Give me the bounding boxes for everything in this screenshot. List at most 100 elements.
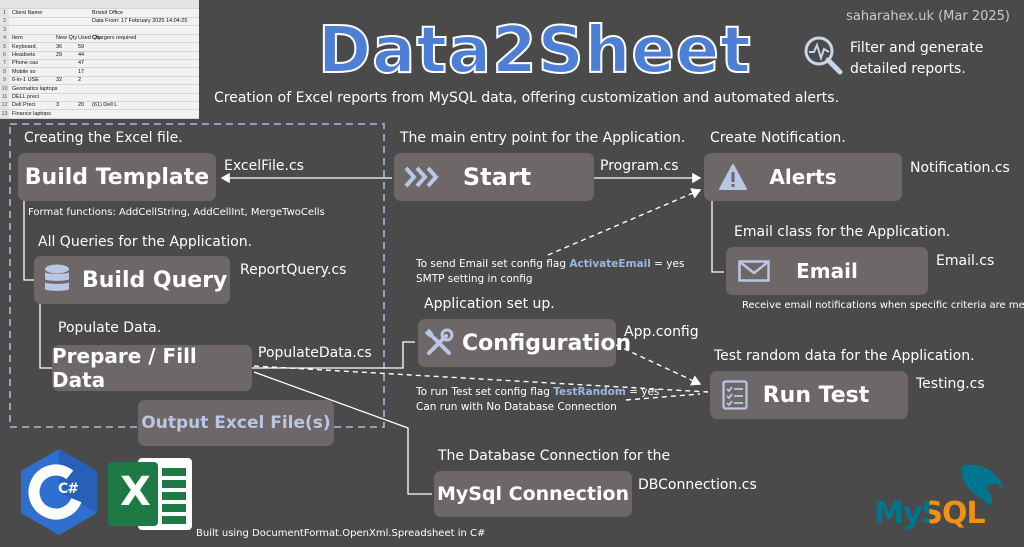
- sheet-row-number: 2: [0, 17, 9, 26]
- page-title: Data2Sheet: [317, 13, 752, 89]
- arrow-alerts-to-email: [711, 200, 724, 273]
- excel-logo: X: [106, 454, 194, 534]
- sheet-cell: 2: [78, 77, 82, 84]
- build-query-box[interactable]: Build Query: [34, 256, 230, 304]
- run-test-label: Run Test: [762, 382, 870, 408]
- sheet-row-number: 12: [0, 101, 9, 110]
- sheet-row-number: 10: [0, 84, 9, 93]
- run-test-caption: Test random data for the Application.: [714, 348, 975, 364]
- excel-logo-text: X: [120, 469, 151, 515]
- sheet-cell: (61) Dell L: [92, 102, 118, 109]
- output-excel-label: Output Excel File(s): [141, 413, 331, 433]
- configuration-file: App.config: [624, 324, 699, 340]
- warning-icon: [718, 163, 748, 191]
- sheet-cell: 47: [78, 60, 85, 67]
- tools-icon: [424, 328, 454, 358]
- sheet-cell: New Qty: [56, 35, 78, 42]
- envelope-icon: [738, 260, 770, 282]
- build-template-caption: Creating the Excel file.: [24, 130, 183, 146]
- sheet-row-number: 7: [0, 59, 9, 68]
- mysql-connection-box[interactable]: MySql Connection: [434, 471, 632, 517]
- test-flag-line2: Can run with No Database Connection: [416, 401, 617, 413]
- configuration-box[interactable]: Configuration: [418, 319, 631, 367]
- sheet-cell: Chargers required: [92, 35, 137, 42]
- sheet-cell: Phone cas: [12, 60, 38, 67]
- sheet-row-number: 1: [0, 9, 9, 17]
- start-label: Start: [462, 163, 532, 191]
- email-label: Email: [796, 259, 858, 283]
- output-excel-box[interactable]: Output Excel File(s): [138, 400, 334, 446]
- mysql-logo-text: MySQL: [874, 496, 986, 531]
- built-with-text: Built using DocumentFormat.OpenXml.Sprea…: [196, 528, 486, 539]
- sheet-cell: 59: [78, 43, 85, 50]
- sheet-cell: 29: [56, 52, 63, 58]
- prepare-data-label: Prepare / Fill Data: [52, 344, 197, 392]
- credit-text: saharahex.uk (Mar 2025): [846, 9, 1010, 24]
- sheet-row-number: 6: [0, 51, 9, 59]
- triple-chevron-icon: [404, 165, 440, 189]
- mysql-connection-caption: The Database Connection for the: [438, 448, 671, 464]
- test-flag-line1: To run Test set config flag TestRandom =…: [416, 386, 660, 398]
- sheet-cell: Client Name: [12, 10, 43, 16]
- build-template-file: ExcelFile.cs: [224, 158, 304, 174]
- alerts-label: Alerts: [769, 165, 837, 189]
- checklist-icon: [722, 380, 748, 410]
- csharp-logo: C#: [18, 447, 100, 537]
- sheet-row-number: 4: [0, 34, 9, 43]
- dashed-prepare-to-test: [253, 365, 709, 393]
- sheet-row-number: 11: [0, 93, 9, 101]
- dashed-email-flag: [547, 188, 702, 256]
- line-prepare-to-mysql: [253, 371, 432, 495]
- email-caption: Email class for the Application.: [734, 224, 951, 240]
- sheet-cell: 3: [56, 102, 60, 109]
- build-query-caption: All Queries for the Application.: [38, 234, 253, 250]
- sheet-cell: 44: [78, 52, 85, 58]
- sheet-cell: 6-in-1 USE: [12, 77, 39, 84]
- sheet-cell: Dell Preci: [12, 102, 36, 109]
- alerts-file: Notification.cs: [910, 160, 1010, 176]
- email-box[interactable]: Email: [726, 247, 928, 295]
- build-template-box[interactable]: Build Template: [18, 153, 216, 201]
- sheet-cell: Geomatics laptops: [12, 85, 58, 92]
- line-prepare-to-config: [252, 341, 415, 369]
- start-file: Program.cs: [600, 158, 679, 174]
- build-template-label: Build Template: [24, 164, 210, 190]
- dashed-test-flag: [625, 393, 701, 401]
- activate-email-flag: ActivateEmail: [569, 258, 651, 270]
- alerts-box[interactable]: Alerts: [704, 153, 902, 201]
- start-box[interactable]: Start: [394, 153, 594, 201]
- configuration-label: Configuration: [462, 330, 632, 356]
- run-test-box[interactable]: Run Test: [710, 371, 908, 419]
- page-subtitle: Creation of Excel reports from MySQL dat…: [214, 90, 839, 106]
- build-query-file: ReportQuery.cs: [240, 262, 347, 278]
- start-caption: The main entry point for the Application…: [400, 130, 686, 146]
- database-icon: [44, 264, 70, 296]
- line-template-to-query: [23, 200, 34, 281]
- prepare-data-file: PopulateData.cs: [258, 345, 372, 361]
- sheet-cell: Finance laptops: [12, 110, 51, 117]
- sheet-cell: Mobile so: [12, 68, 36, 75]
- configuration-caption: Application set up.: [424, 296, 555, 312]
- magnifier-pulse-icon: [802, 34, 844, 76]
- sheet-cell: 32: [56, 77, 63, 84]
- run-test-file: Testing.cs: [916, 376, 985, 392]
- sheet-cell: 17: [78, 68, 85, 75]
- prepare-data-box[interactable]: Prepare / Fill Data: [52, 344, 252, 392]
- prepare-data-caption: Populate Data.: [58, 320, 162, 336]
- csharp-logo-text: C#: [58, 481, 79, 497]
- sheet-cell: 20: [78, 102, 85, 109]
- sheet-cell: Keyboard,: [12, 43, 38, 50]
- email-flag-line1: To send Email set config flag ActivateEm…: [416, 258, 685, 270]
- sheet-row-number: 9: [0, 76, 9, 85]
